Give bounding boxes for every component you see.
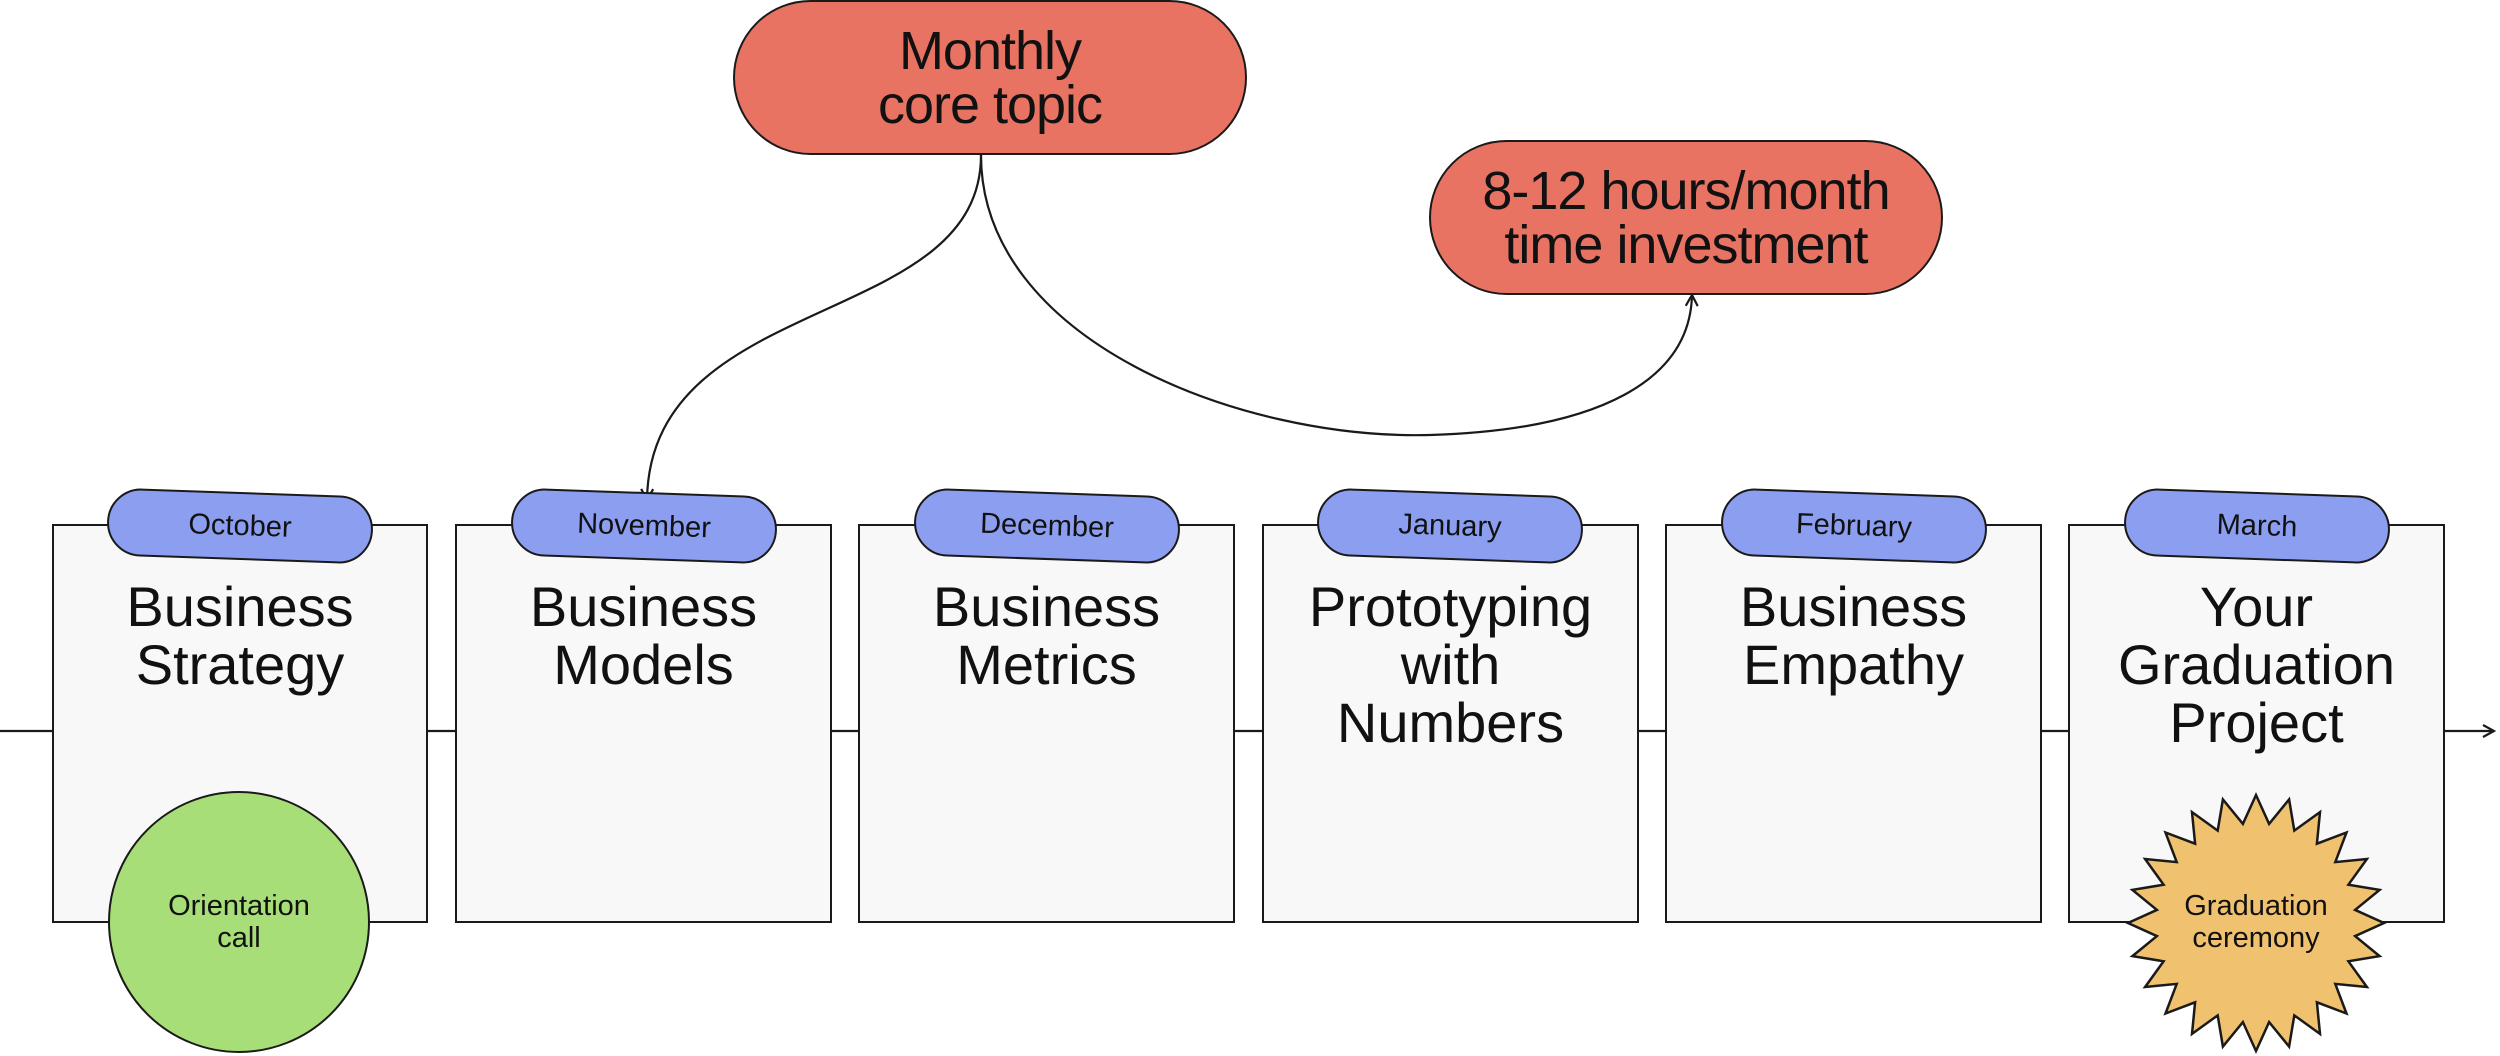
card-title: Prototyping with Numbers: [1308, 575, 1593, 754]
month-card-january: Prototyping with Numbers: [1262, 524, 1639, 923]
month-tab-november: November: [509, 487, 779, 565]
card-title: Business Metrics: [932, 575, 1161, 696]
month-tab-january: January: [1315, 487, 1585, 565]
card-title: Business Empathy: [1739, 575, 1968, 696]
month-tab-december: December: [912, 487, 1182, 565]
card-title: Business Strategy: [126, 575, 354, 696]
month-card-november: Business Models: [455, 524, 832, 923]
connector-to-time-investment: [979, 154, 1692, 437]
core-topic-label: Monthly core topic: [877, 20, 1103, 135]
month-card-december: Business Metrics: [858, 524, 1235, 923]
core-topic-callout: Monthly core topic: [733, 0, 1247, 155]
month-tab-february: February: [1719, 487, 1989, 565]
time-investment-label: 8-12 hours/month time investment: [1482, 160, 1890, 275]
time-investment-callout: 8-12 hours/month time investment: [1429, 140, 1943, 295]
card-title: Business Models: [529, 575, 758, 696]
month-card-february: Business Empathy: [1665, 524, 2042, 923]
connector-to-november: [647, 154, 983, 500]
starburst-shape: [2124, 791, 2388, 1055]
month-card-october: Business Strategy: [52, 524, 428, 923]
graduation-ceremony-badge: [2124, 791, 2388, 1055]
orientation-call-badge: Orientation call: [108, 791, 370, 1053]
month-tab-march: March: [2122, 487, 2392, 565]
month-tab-october: October: [105, 487, 375, 565]
graduation-ceremony-label: Graduation ceremony: [2184, 890, 2328, 954]
orientation-call-label: Orientation call: [168, 890, 310, 954]
card-title: Your Graduation Project: [2117, 575, 2396, 754]
